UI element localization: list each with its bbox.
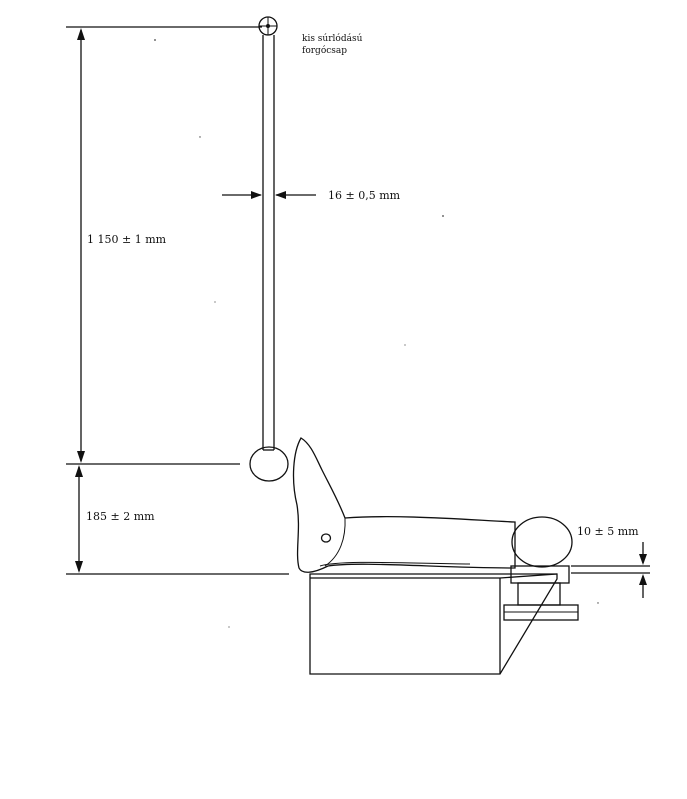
pendulum-length-label: 1 150 ± 1 mm — [87, 233, 167, 246]
pivot-label-line1: kis súrlódású — [302, 33, 363, 44]
sole-line — [319, 561, 471, 567]
arrowhead-up-icon — [75, 465, 83, 477]
striker-head — [249, 446, 289, 482]
leg-outline — [292, 437, 516, 573]
scan-specks — [154, 39, 599, 628]
arrowhead-down-icon — [77, 451, 85, 463]
impact-height-dimension: 185 ± 2 mm — [66, 465, 289, 575]
arrowhead-down-icon — [75, 561, 83, 573]
rod-width-dimension: 16 ± 0,5 mm — [222, 189, 401, 202]
pivot: kis súrlódású forgócsap — [258, 16, 363, 56]
knee-cylinder — [511, 516, 573, 568]
base-block — [309, 573, 558, 675]
ankle-joint-line — [324, 517, 346, 567]
pendulum-rod — [262, 35, 275, 451]
arrowhead-up-icon — [77, 28, 85, 40]
pivot-label-line2: forgócsap — [302, 45, 347, 56]
rod-width-label: 16 ± 0,5 mm — [328, 189, 401, 202]
arrowhead-down-icon — [639, 554, 647, 565]
pendulum-length-dimension: 1 150 ± 1 mm — [66, 26, 262, 465]
ankle-hole-icon — [320, 533, 332, 543]
block-top-side-edge — [499, 573, 558, 579]
support-post — [517, 582, 561, 606]
leg-form — [292, 437, 573, 573]
knee-support — [503, 565, 579, 621]
block-outline — [309, 573, 558, 675]
pivot-center-icon — [266, 24, 270, 28]
impact-height-label: 185 ± 2 mm — [86, 510, 155, 523]
arrowhead-up-icon — [639, 574, 647, 585]
clearance-dimension: 10 ± 5 mm — [571, 525, 650, 598]
arrowhead-left-icon — [275, 191, 286, 199]
arrowhead-right-icon — [251, 191, 262, 199]
clearance-label: 10 ± 5 mm — [577, 525, 639, 538]
